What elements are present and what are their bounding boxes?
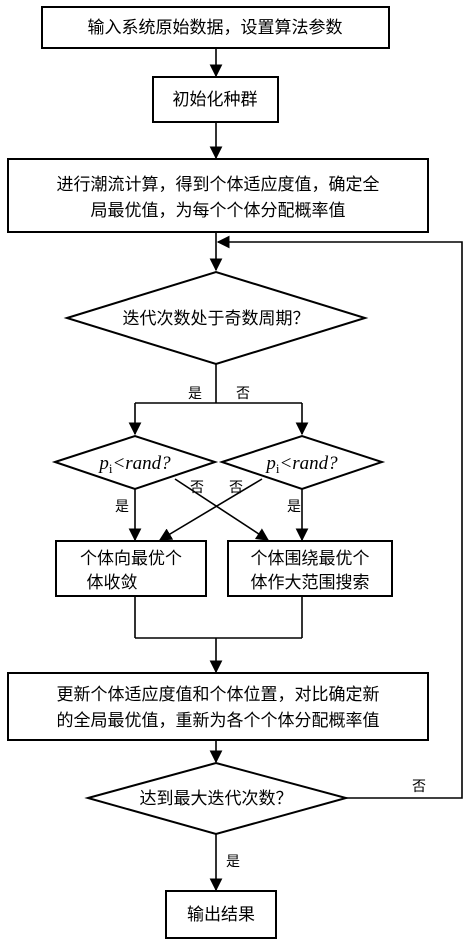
- node-output: 输出结果: [165, 890, 277, 939]
- node-right-decision: pi<rand?: [218, 434, 386, 491]
- flow-calc-line2: 局最优值，为每个个体分配概率值: [91, 201, 346, 221]
- label-max-no: 否: [412, 779, 426, 795]
- right-p-symbol: p: [264, 453, 276, 474]
- search-line2: 体作大范围搜索: [251, 573, 370, 593]
- search-line1: 个体围绕最优个: [251, 549, 370, 569]
- left-p-symbol: p: [97, 453, 109, 474]
- converge-line2: 体收敛: [87, 573, 138, 593]
- right-decision-text: pi<rand?: [264, 453, 338, 476]
- right-rest: <rand?: [279, 453, 338, 474]
- odd-cycle-text: 迭代次数处于奇数周期？: [123, 309, 310, 329]
- left-rest: <rand?: [112, 453, 171, 474]
- init-population-text: 初始化种群: [173, 90, 258, 110]
- node-update: 更新个体适应度值和个体位置，对比确定新 的全局最优值，重新为各个个体分配概率值: [7, 672, 429, 741]
- arrow-loop-back: [216, 235, 463, 799]
- label-left-no: 否: [190, 480, 204, 496]
- left-sub: i: [109, 461, 113, 476]
- node-max-iter-decision: 达到最大迭代次数？: [84, 761, 350, 836]
- label-odd-yes: 是: [188, 386, 202, 402]
- node-left-decision: pi<rand?: [51, 434, 219, 491]
- arrow-right-no: [158, 478, 263, 541]
- label-left-yes: 是: [115, 499, 129, 515]
- node-init-population: 初始化种群: [152, 76, 279, 123]
- edge-labels: 是 否 是 否 否 是 否 是: [115, 386, 426, 870]
- label-right-yes: 是: [287, 499, 301, 515]
- node-flow-calc: 进行潮流计算，得到个体适应度值，确定全 局最优值，为每个个体分配概率值: [7, 158, 429, 233]
- node-converge: 个体向最优个 体收敛: [55, 540, 207, 597]
- connectors: [128, 48, 463, 892]
- node-odd-cycle-decision: 迭代次数处于奇数周期？: [63, 270, 369, 366]
- output-text: 输出结果: [187, 905, 255, 925]
- input-params-text: 输入系统原始数据，设置算法参数: [88, 18, 343, 38]
- flow-calc-line1: 进行潮流计算，得到个体适应度值，确定全: [57, 175, 380, 195]
- left-decision-text: pi<rand?: [97, 453, 171, 476]
- max-iter-text: 达到最大迭代次数？: [140, 789, 293, 809]
- right-sub: i: [276, 461, 280, 476]
- label-odd-no: 否: [236, 386, 250, 402]
- node-input-params: 输入系统原始数据，设置算法参数: [41, 6, 390, 49]
- arrow-left-no: [174, 478, 270, 541]
- label-right-no: 否: [229, 480, 243, 496]
- label-max-yes: 是: [226, 854, 240, 870]
- update-line2: 的全局最优值，重新为各个个体分配概率值: [57, 711, 380, 731]
- node-wide-search: 个体围绕最优个 体作大范围搜索: [227, 540, 393, 597]
- update-line1: 更新个体适应度值和个体位置，对比确定新: [57, 685, 380, 705]
- converge-line1: 个体向最优个: [80, 549, 182, 569]
